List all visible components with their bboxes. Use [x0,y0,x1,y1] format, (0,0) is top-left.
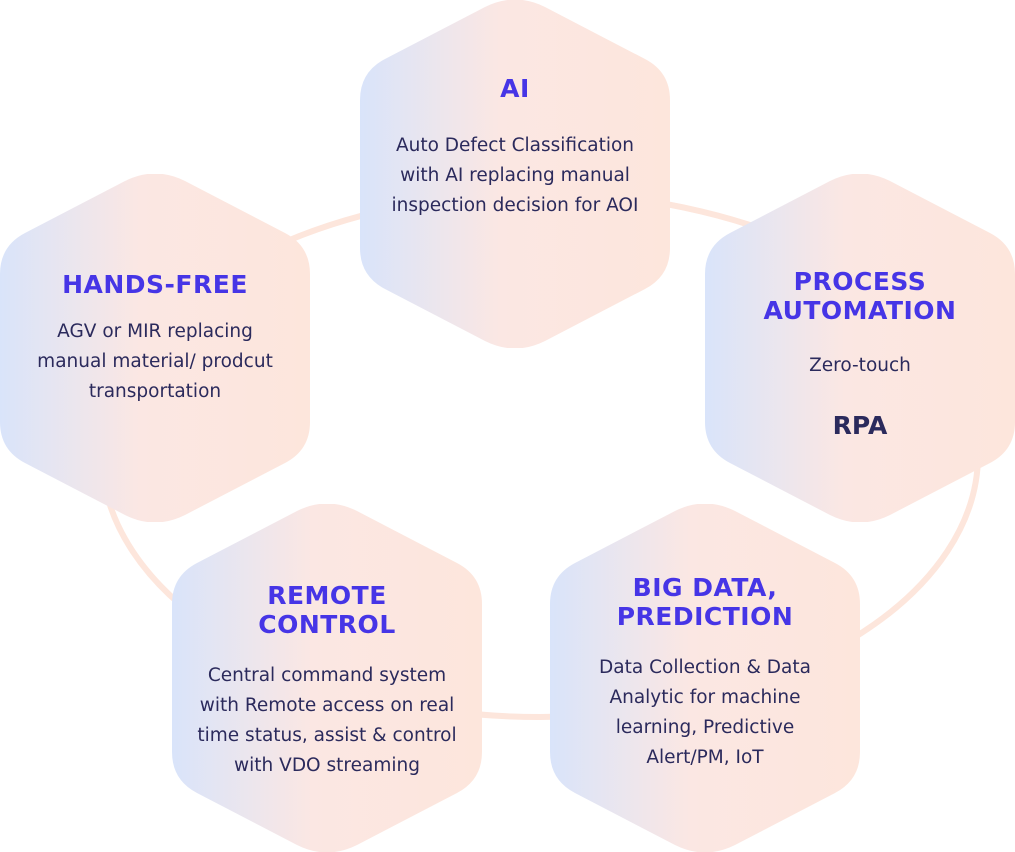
hexagon-content: BIG DATA, PREDICTION Data Collection & D… [572,504,838,852]
hexagon-title: HANDS-FREE [62,269,248,299]
hexagon-content: PROCESS AUTOMATION Zero-touch RPA [727,174,993,522]
hexagon-title: REMOTE CONTROL [258,581,396,639]
hexagon-hands-free: HANDS-FREE AGV or MIR replacing manual m… [0,174,310,522]
hexagon-big-data-prediction: BIG DATA, PREDICTION Data Collection & D… [550,504,860,852]
hexagon-subtitle: RPA [832,410,888,440]
hexagon-title: AI [500,74,530,103]
hexagon-description: AGV or MIR replacing manual material/ pr… [37,320,273,402]
hexagon-content: HANDS-FREE AGV or MIR replacing manual m… [22,174,288,522]
hexagon-description: Auto Defect Classification with AI repla… [391,135,639,216]
hexagon-content: AI Auto Defect Classification with AI re… [382,0,648,348]
hexagon-process-automation: PROCESS AUTOMATION Zero-touch RPA [705,174,1015,522]
hexagon-description: Zero-touch [809,354,911,376]
hexagon-title: BIG DATA, PREDICTION [616,573,794,631]
hexagon-title: PROCESS AUTOMATION [763,266,957,325]
hexagon-content: REMOTE CONTROL Central command system wi… [194,504,460,852]
hexagon-remote-control: REMOTE CONTROL Central command system wi… [172,504,482,852]
hexagon-description: Data Collection & Data Analytic for mach… [599,657,811,768]
hexagon-description: Central command system with Remote acces… [197,665,457,776]
hexagon-ai: AI Auto Defect Classification with AI re… [360,0,670,348]
